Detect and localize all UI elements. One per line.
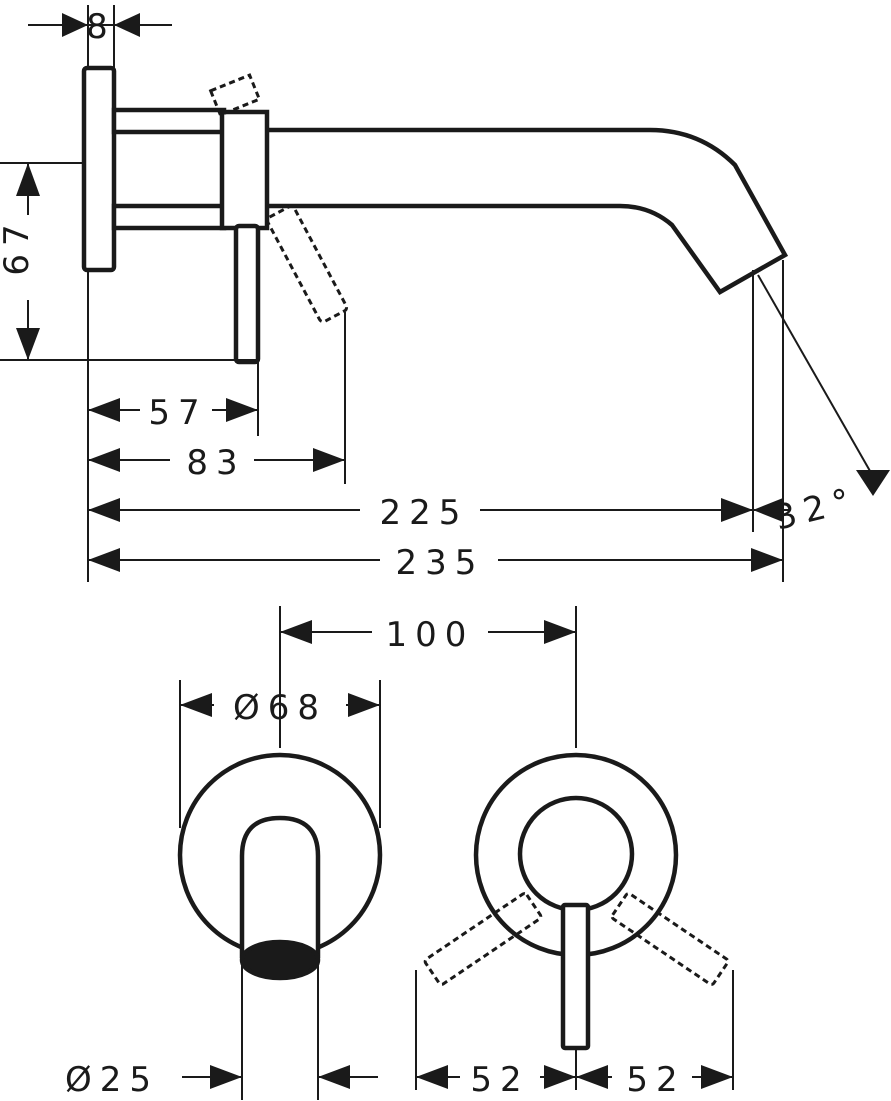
- lever-swing-positions: [208, 73, 349, 324]
- lever-swing-positions-front: [423, 892, 730, 986]
- dim-lever-offset: 57: [88, 393, 258, 433]
- dim-lever-swing: 52 52: [415, 970, 734, 1100]
- dim-center-distance: 100: [279, 606, 577, 748]
- upper-body-connector: [111, 107, 227, 135]
- dim-plate-height-label: 67: [0, 216, 37, 275]
- dim-outlet-projection-label: 225: [380, 493, 469, 533]
- spout-outlet: [239, 939, 321, 981]
- dim-outlet-angle: 32°: [753, 274, 890, 539]
- dim-rosette-diameter-label: Ø68: [233, 688, 327, 728]
- wall-plate: [81, 65, 117, 273]
- lower-body-connector: [111, 203, 227, 231]
- dim-plate-thickness-label: 8: [86, 7, 116, 47]
- dim-lever-swing-offset-label: 83: [186, 443, 245, 483]
- spout: [225, 127, 789, 295]
- dim-lever-swing-offset: 83: [88, 443, 345, 483]
- mixer-stem: [219, 109, 270, 231]
- front-view: 100 Ø68: [65, 606, 734, 1100]
- spout-front: [239, 815, 321, 958]
- dim-lever-offset-label: 57: [148, 393, 207, 433]
- side-view: 8 67: [0, 5, 890, 583]
- dim-total-projection: 235: [88, 543, 783, 583]
- dim-outlet-diameter: Ø25: [65, 960, 378, 1100]
- dim-outlet-projection: 225: [88, 493, 753, 533]
- dim-outlet-diameter-label: Ø25: [65, 1060, 159, 1100]
- mixer-lever: [233, 223, 261, 365]
- mixer-lever-front: [560, 902, 591, 1051]
- dim-total-projection-label: 235: [396, 543, 485, 583]
- dim-plate-height: 67: [0, 162, 258, 361]
- dim-lever-swing-left-label: 52: [470, 1060, 529, 1100]
- dim-center-distance-label: 100: [386, 615, 475, 655]
- dim-lever-swing-right-label: 52: [626, 1060, 685, 1100]
- mixer-handle-cap: [517, 795, 635, 913]
- dim-rosette-diameter: Ø68: [179, 680, 381, 828]
- dim-outlet-angle-label: 32°: [771, 479, 862, 538]
- dim-plate-thickness: 8: [28, 5, 172, 72]
